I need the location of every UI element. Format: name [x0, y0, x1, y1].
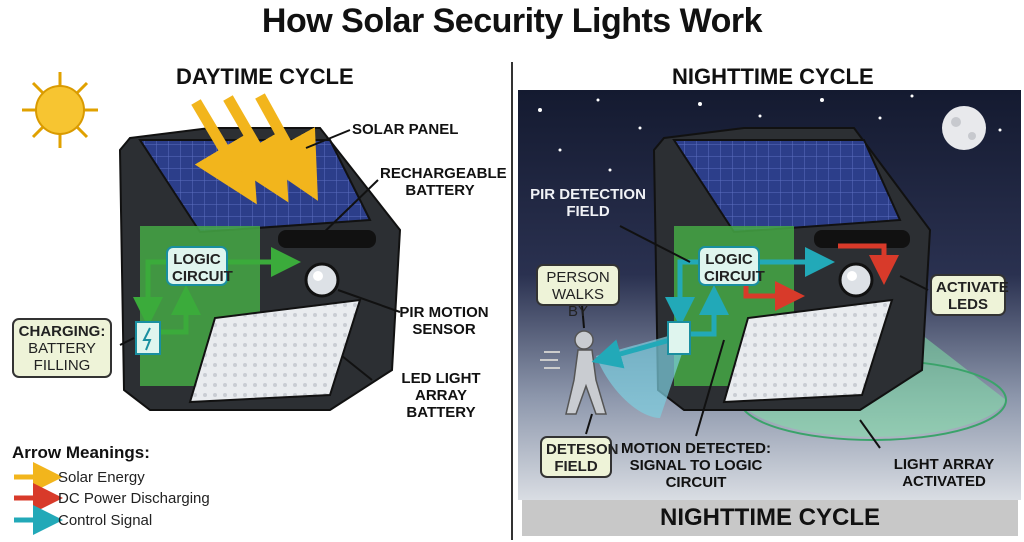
charging-line2: BATTERY [28, 340, 96, 357]
deteson-field-box: DETESON FIELD [540, 436, 619, 478]
label-led-line1: LED LIGHT ARRAY [401, 370, 481, 404]
person-line2: WALKS BY [552, 286, 604, 320]
page-title: How Solar Security Lights Work [261, 2, 763, 40]
day-led-array [188, 298, 362, 404]
night-stars [538, 94, 1002, 172]
label-solar-panel: SOLAR PANEL [352, 121, 459, 138]
legend-label-power: DC Power Discharging [58, 489, 210, 507]
day-logic-line2: CIRCUIT [172, 268, 233, 285]
night-logic-line1: LOGIC [705, 251, 753, 268]
label-pir-line2: SENSOR [412, 321, 476, 338]
motion-line1: MOTION DETECTED: [621, 440, 771, 457]
legend-title: Arrow Meanings: [12, 443, 150, 462]
deteson-line1: DETESON [546, 441, 619, 458]
legend-label-solar: Solar Energy [58, 468, 145, 486]
night-leader-lines [581, 225, 929, 449]
light-line1: LIGHT ARRAY [893, 456, 995, 473]
day-charge-icon [135, 321, 161, 355]
motion-line3: CIRCUIT [665, 474, 727, 491]
light-line2: ACTIVATED [902, 473, 986, 490]
label-light-array-activated: LIGHT ARRAY ACTIVATED [886, 456, 1002, 490]
moon-icon [942, 106, 986, 150]
legend-arrows [14, 462, 63, 535]
night-heading: NIGHTTIME CYCLE [672, 64, 874, 89]
person-line1: PERSON [546, 269, 610, 286]
night-device [652, 127, 932, 411]
label-battery-line2: BATTERY [405, 182, 475, 199]
deteson-line2: FIELD [554, 458, 598, 475]
legend-item-solar: Solar Energy [58, 467, 145, 487]
person-walks-by-box: PERSON WALKS BY [536, 264, 620, 320]
legend-label-signal: Control Signal [58, 511, 153, 529]
day-pir-sensor [304, 262, 340, 298]
label-led-line2: BATTERY [406, 404, 476, 421]
person-icon [565, 330, 608, 415]
day-sun-icon [22, 72, 98, 148]
night-logic-circuit-box: LOGIC CIRCUIT [698, 246, 765, 286]
charging-line3: FILLING [33, 357, 91, 374]
panel-divider [511, 62, 513, 540]
night-logic-line2: CIRCUIT [704, 268, 765, 285]
day-logic-line1: LOGIC [173, 251, 221, 268]
day-solar-arrows [191, 93, 318, 205]
label-rechargeable-battery: RECHARGEABLE BATTERY [380, 165, 507, 199]
night-signal-arrows [591, 247, 835, 369]
pir-field-line2: FIELD [566, 203, 610, 220]
legend-item-power: DC Power Discharging [58, 488, 210, 508]
label-pir-motion-sensor: PIR MOTION SENSOR [398, 304, 490, 338]
motion-lines [540, 351, 560, 369]
activate-leds-box: ACTIVATE LEDS [930, 274, 1009, 316]
activate-line2: LEDS [947, 296, 988, 313]
nighttime-banner: NIGHTTIME CYCLE [522, 500, 1018, 536]
charging-box: CHARGING: BATTERY FILLING [12, 318, 112, 378]
day-leader-lines [119, 129, 401, 381]
label-pir-detection-field: PIR DETECTION FIELD [528, 186, 648, 220]
legend-item-signal: Control Signal [58, 510, 152, 530]
day-battery-slot [278, 230, 376, 248]
label-battery-line1: RECHARGEABLE [380, 165, 507, 182]
label-pir-line1: PIR MOTION [399, 304, 489, 321]
label-motion-detected: MOTION DETECTED: SIGNAL TO LOGIC CIRCUIT [618, 440, 774, 491]
day-circuit-arrows [133, 247, 301, 335]
day-heading: DAYTIME CYCLE [176, 64, 354, 89]
motion-line2: SIGNAL TO LOGIC [629, 457, 763, 474]
label-led-light-array: LED LIGHT ARRAY BATTERY [374, 370, 508, 421]
charging-line1: CHARGING: [18, 323, 106, 340]
pir-field-line1: PIR DETECTION [530, 186, 646, 203]
activate-line1: ACTIVATE [936, 279, 1009, 296]
day-logic-circuit-box: LOGIC CIRCUIT [166, 246, 233, 286]
